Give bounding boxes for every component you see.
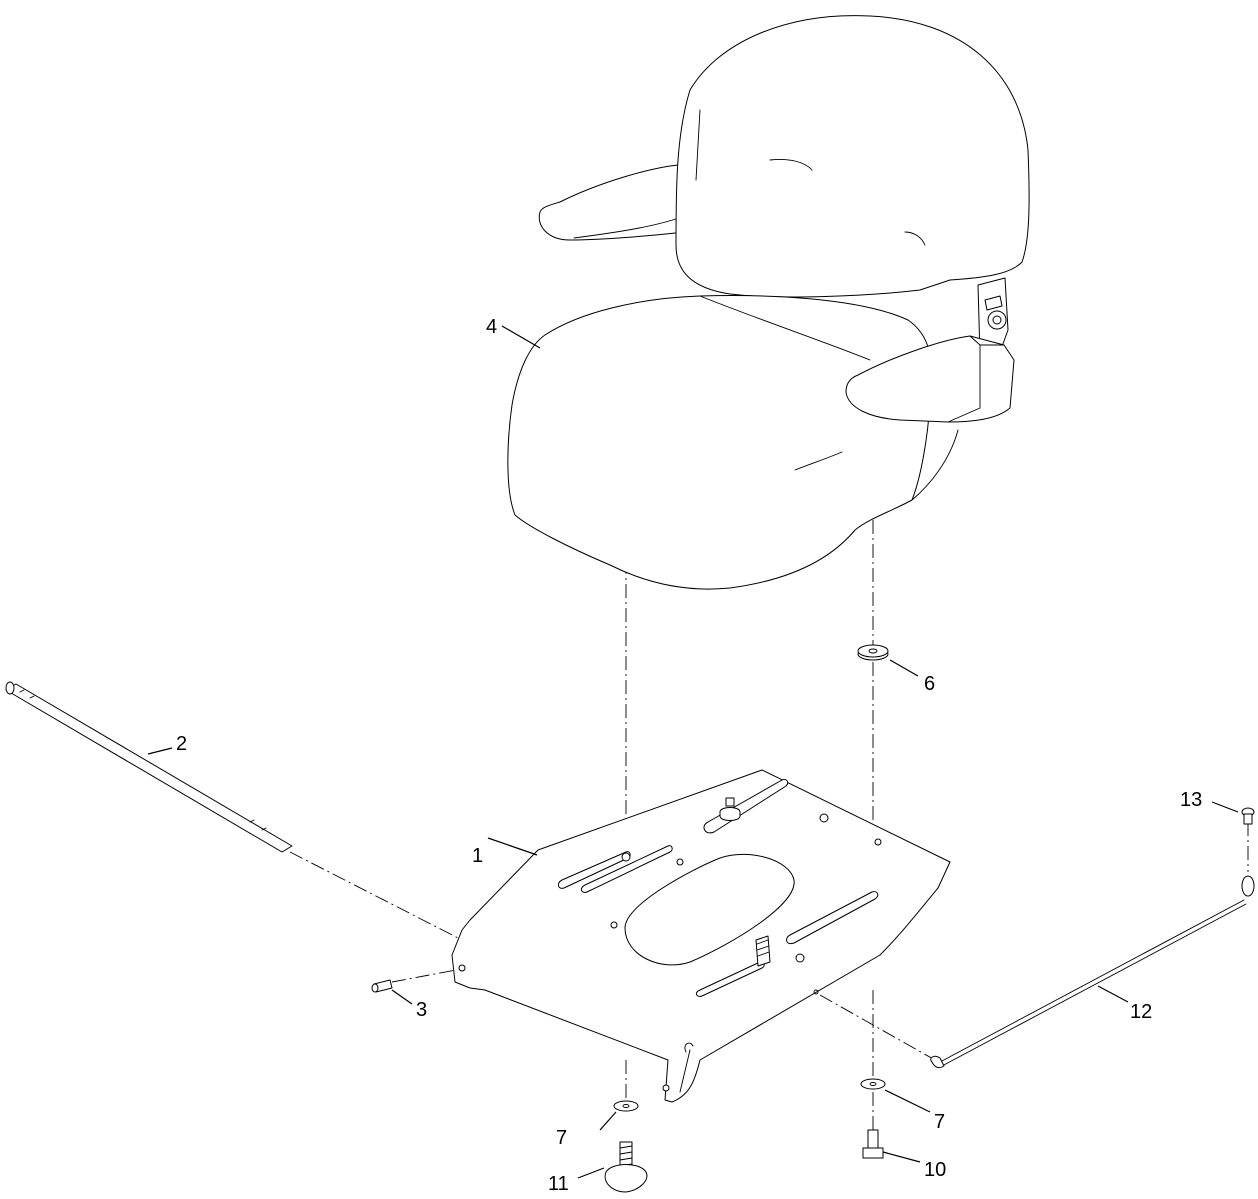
callout-3: 3 xyxy=(416,999,427,1021)
bolt-3 xyxy=(371,979,393,993)
callout-7-left: 7 xyxy=(556,1127,567,1149)
cable-12 xyxy=(930,875,1255,1069)
leader-lines xyxy=(147,325,1239,1179)
callout-4: 4 xyxy=(486,316,497,338)
washer-7-left xyxy=(613,1100,639,1112)
knob-11 xyxy=(604,1141,648,1193)
alignment-lines xyxy=(289,520,1249,1130)
washer-6 xyxy=(857,644,889,661)
callout-labels: 1 2 3 4 6 7 7 10 11 12 13 xyxy=(176,316,1202,1195)
bolt-10 xyxy=(862,1129,884,1159)
seat xyxy=(507,15,1030,590)
adjuster-rod xyxy=(5,681,293,853)
callout-2: 2 xyxy=(176,733,187,755)
callout-13: 13 xyxy=(1180,789,1202,811)
callout-12: 12 xyxy=(1130,1001,1152,1023)
seat-plate xyxy=(451,769,951,1103)
washer-7-right xyxy=(860,1078,886,1090)
screw-13 xyxy=(1241,807,1255,825)
callout-11: 11 xyxy=(548,1173,569,1195)
callout-10: 10 xyxy=(924,1159,946,1181)
callout-1: 1 xyxy=(472,845,483,867)
callout-6: 6 xyxy=(924,673,935,695)
callout-7-right: 7 xyxy=(934,1111,945,1133)
